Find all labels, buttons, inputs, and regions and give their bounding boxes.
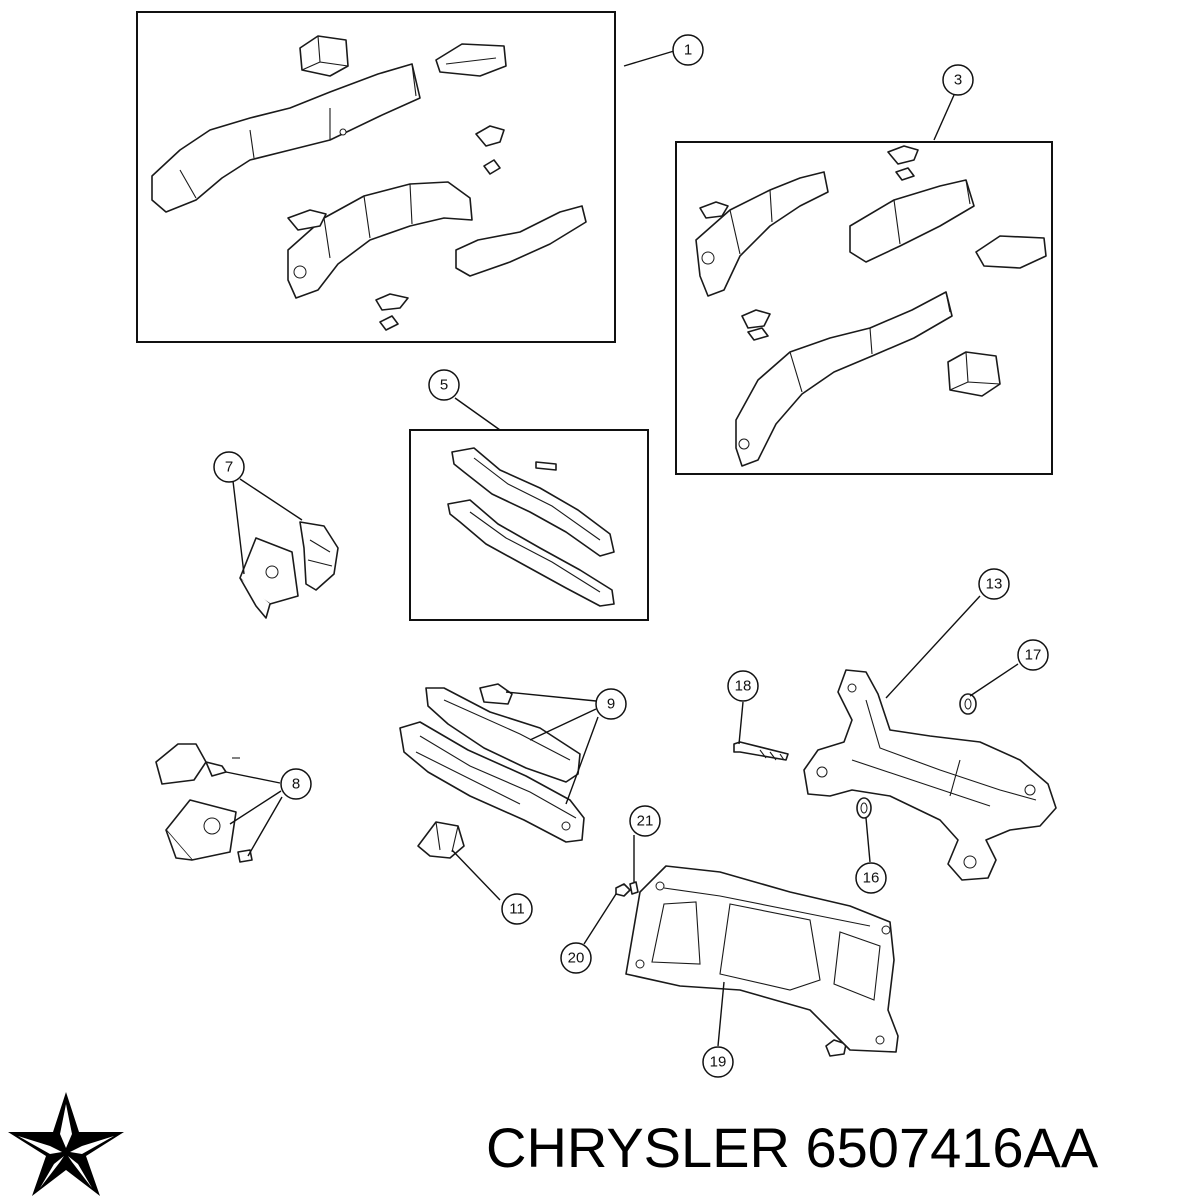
callout-17: 17 [1017,639,1049,671]
callout-1: 1 [672,34,704,66]
brand-name: CHRYSLER [486,1116,790,1179]
group-5-frame [409,429,649,621]
callout-5: 5 [428,369,460,401]
leader-lines [225,50,1019,1047]
callout-17-label: 17 [1025,647,1042,664]
part-8-brackets [155,743,253,863]
callout-11-label: 11 [509,901,525,918]
part-group-5 [409,429,649,621]
callout-19: 19 [702,1046,734,1078]
group-3-frame [675,141,1053,475]
callout-3: 3 [942,64,974,96]
part-group-1 [136,11,616,343]
callout-9: 9 [595,688,627,720]
callout-20-label: 20 [568,950,585,967]
part-number: 6507416AA [805,1116,1099,1179]
part-11-bracket [417,821,465,859]
callout-21: 21 [629,805,661,837]
fasteners [615,693,977,1057]
part-20-nut [615,883,631,897]
callout-16: 16 [855,862,887,894]
callout-18: 18 [727,670,759,702]
callout-21-label: 21 [637,813,654,830]
callout-1-label: 1 [684,42,692,59]
part-group-3 [675,141,1053,475]
callout-9-label: 9 [607,696,615,713]
chrysler-pentastar-icon [8,1092,124,1196]
part-21-bolt [629,881,639,895]
callout-3-label: 3 [954,72,962,89]
callout-7-label: 7 [225,459,233,476]
part-9-crossmember [399,683,585,843]
callout-18-label: 18 [735,678,752,695]
part-7-brackets [239,521,339,619]
callout-16-label: 16 [863,870,880,887]
callout-20: 20 [560,942,592,974]
callout-8: 8 [280,768,312,800]
brand-part-number-caption: CHRYSLER 6507416AA [486,1108,1098,1188]
callout-11: 11 [501,893,533,925]
callout-19-label: 19 [710,1054,727,1071]
callout-7: 7 [213,451,245,483]
callout-8-label: 8 [292,776,300,793]
group-1-frame [136,11,616,343]
callout-5-label: 5 [440,377,448,394]
part-13-crossmember [803,669,1057,881]
callout-13-label: 13 [986,576,1003,593]
callout-13: 13 [978,568,1010,600]
part-19-skid-plate [625,865,899,1053]
